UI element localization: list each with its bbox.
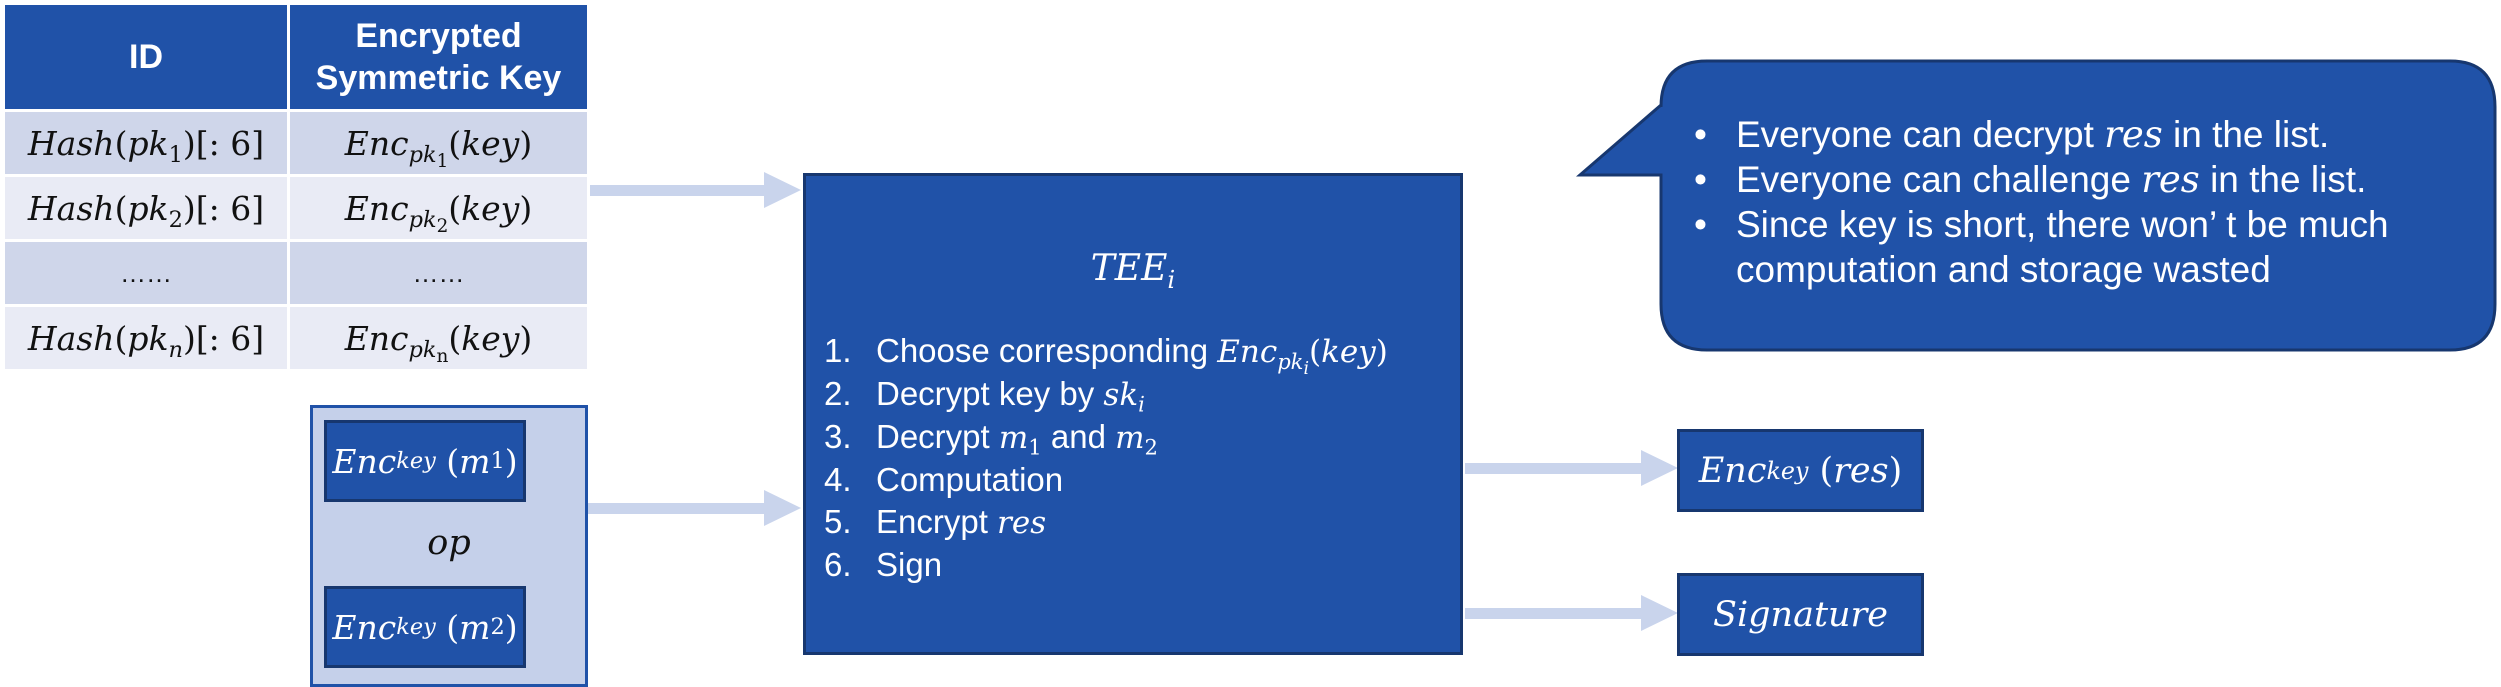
table-row: Hash(pkn)[: 6] Encpkn(key): [2, 304, 590, 372]
tee-step: 2.Decrypt key by ski: [824, 375, 1145, 417]
table-row: Hash(pk1)[: 6] Encpk1(key): [2, 109, 590, 177]
arrow-tee-to-result: [1465, 450, 1678, 486]
id-cell: Hash(pk1)[: 6]: [2, 109, 290, 177]
callout-item: Since key is short, there won’ t be much…: [1690, 202, 2496, 292]
tee-title: TEEi: [1090, 248, 1176, 294]
id-cell: Hash(pkn)[: 6]: [2, 304, 290, 372]
key-column-header: Encrypted Symmetric Key: [287, 2, 590, 112]
tee-steps: 1.Choose corresponding Encpki(key) 2.Dec…: [824, 331, 1388, 587]
tee-box: TEEi 1.Choose corresponding Encpki(key) …: [803, 173, 1463, 655]
tee-step: 4.Computation: [824, 461, 1064, 498]
table-header-row: ID Encrypted Symmetric Key: [2, 2, 590, 112]
id-cell: Hash(pk2)[: 6]: [2, 174, 290, 242]
arrow-table-to-tee: [588, 172, 801, 208]
table-row: Hash(pk2)[: 6] Encpk2(key): [2, 174, 590, 242]
signature-box: Signature: [1677, 573, 1924, 656]
callout-list: Everyone can decrypt res in the list. Ev…: [1690, 112, 2496, 292]
ellipsis-cell: ……: [287, 239, 590, 307]
key-cell: Encpkn(key): [287, 304, 590, 372]
table-row-ellipsis: …… ……: [2, 239, 590, 307]
arrow-tee-to-signature: [1465, 595, 1678, 631]
operation-label: op: [427, 523, 471, 563]
tee-step: 6.Sign: [824, 546, 943, 583]
ellipsis-cell: ……: [2, 239, 290, 307]
tee-step: 3.Decrypt m1 and m2: [824, 418, 1158, 460]
key-cell: Encpk1(key): [287, 109, 590, 177]
tee-step: 1.Choose corresponding Encpki(key): [824, 332, 1388, 379]
key-cell: Encpk2(key): [287, 174, 590, 242]
callout-item: Everyone can challenge res in the list.: [1690, 157, 2496, 202]
encrypted-key-table: ID Encrypted Symmetric Key Hash(pk1)[: 6…: [2, 2, 590, 372]
tee-step: 5.Encrypt res: [824, 503, 1047, 541]
id-column-header: ID: [2, 2, 290, 112]
arrow-ciphertexts-to-tee: [588, 490, 801, 526]
callout-item: Everyone can decrypt res in the list.: [1690, 112, 2496, 157]
